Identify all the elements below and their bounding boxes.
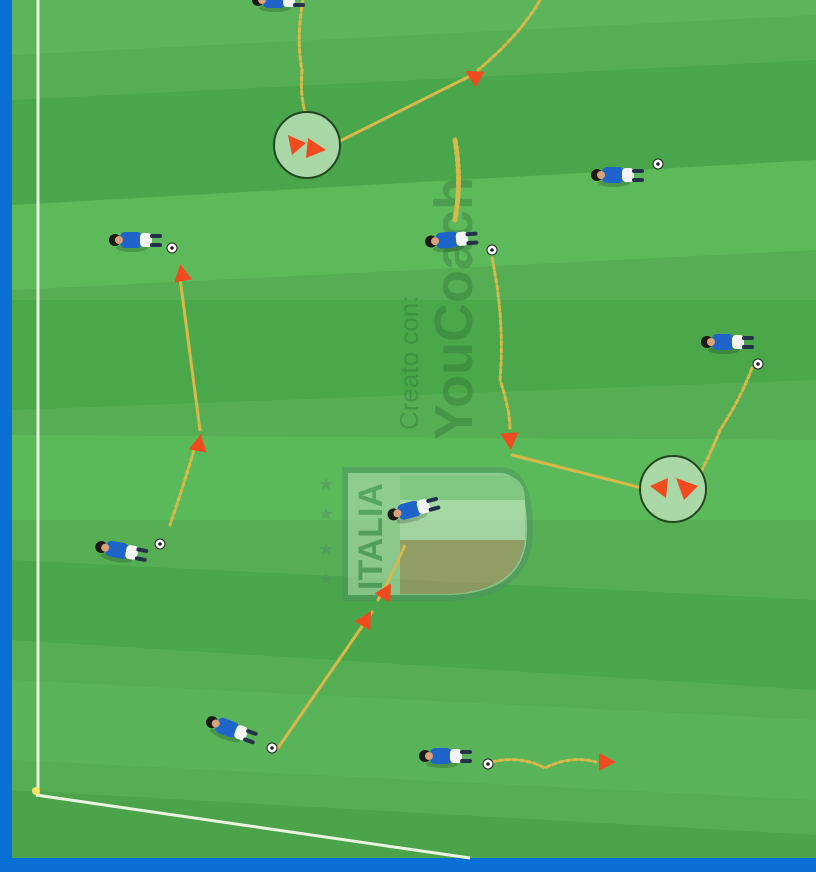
football-icon (753, 359, 763, 369)
svg-text:★: ★ (318, 504, 334, 524)
football-icon (155, 539, 165, 549)
football-icon (167, 243, 177, 253)
svg-text:★: ★ (318, 474, 334, 494)
badge-text: ITALIA (352, 483, 390, 590)
football-icon (267, 743, 277, 753)
svg-text:★: ★ (318, 539, 334, 559)
svg-text:★: ★ (318, 569, 334, 589)
football-icon (487, 245, 497, 255)
figc-crest-icon: ITALIA ★ ★ ★ ★ (318, 470, 530, 598)
corner-flag (32, 787, 40, 795)
football-icon (483, 759, 493, 769)
watermark-line1: Creato con: (394, 296, 424, 430)
football-icon (653, 159, 663, 169)
cone-marker-icon (274, 112, 340, 178)
cone-marker-icon (640, 456, 706, 522)
